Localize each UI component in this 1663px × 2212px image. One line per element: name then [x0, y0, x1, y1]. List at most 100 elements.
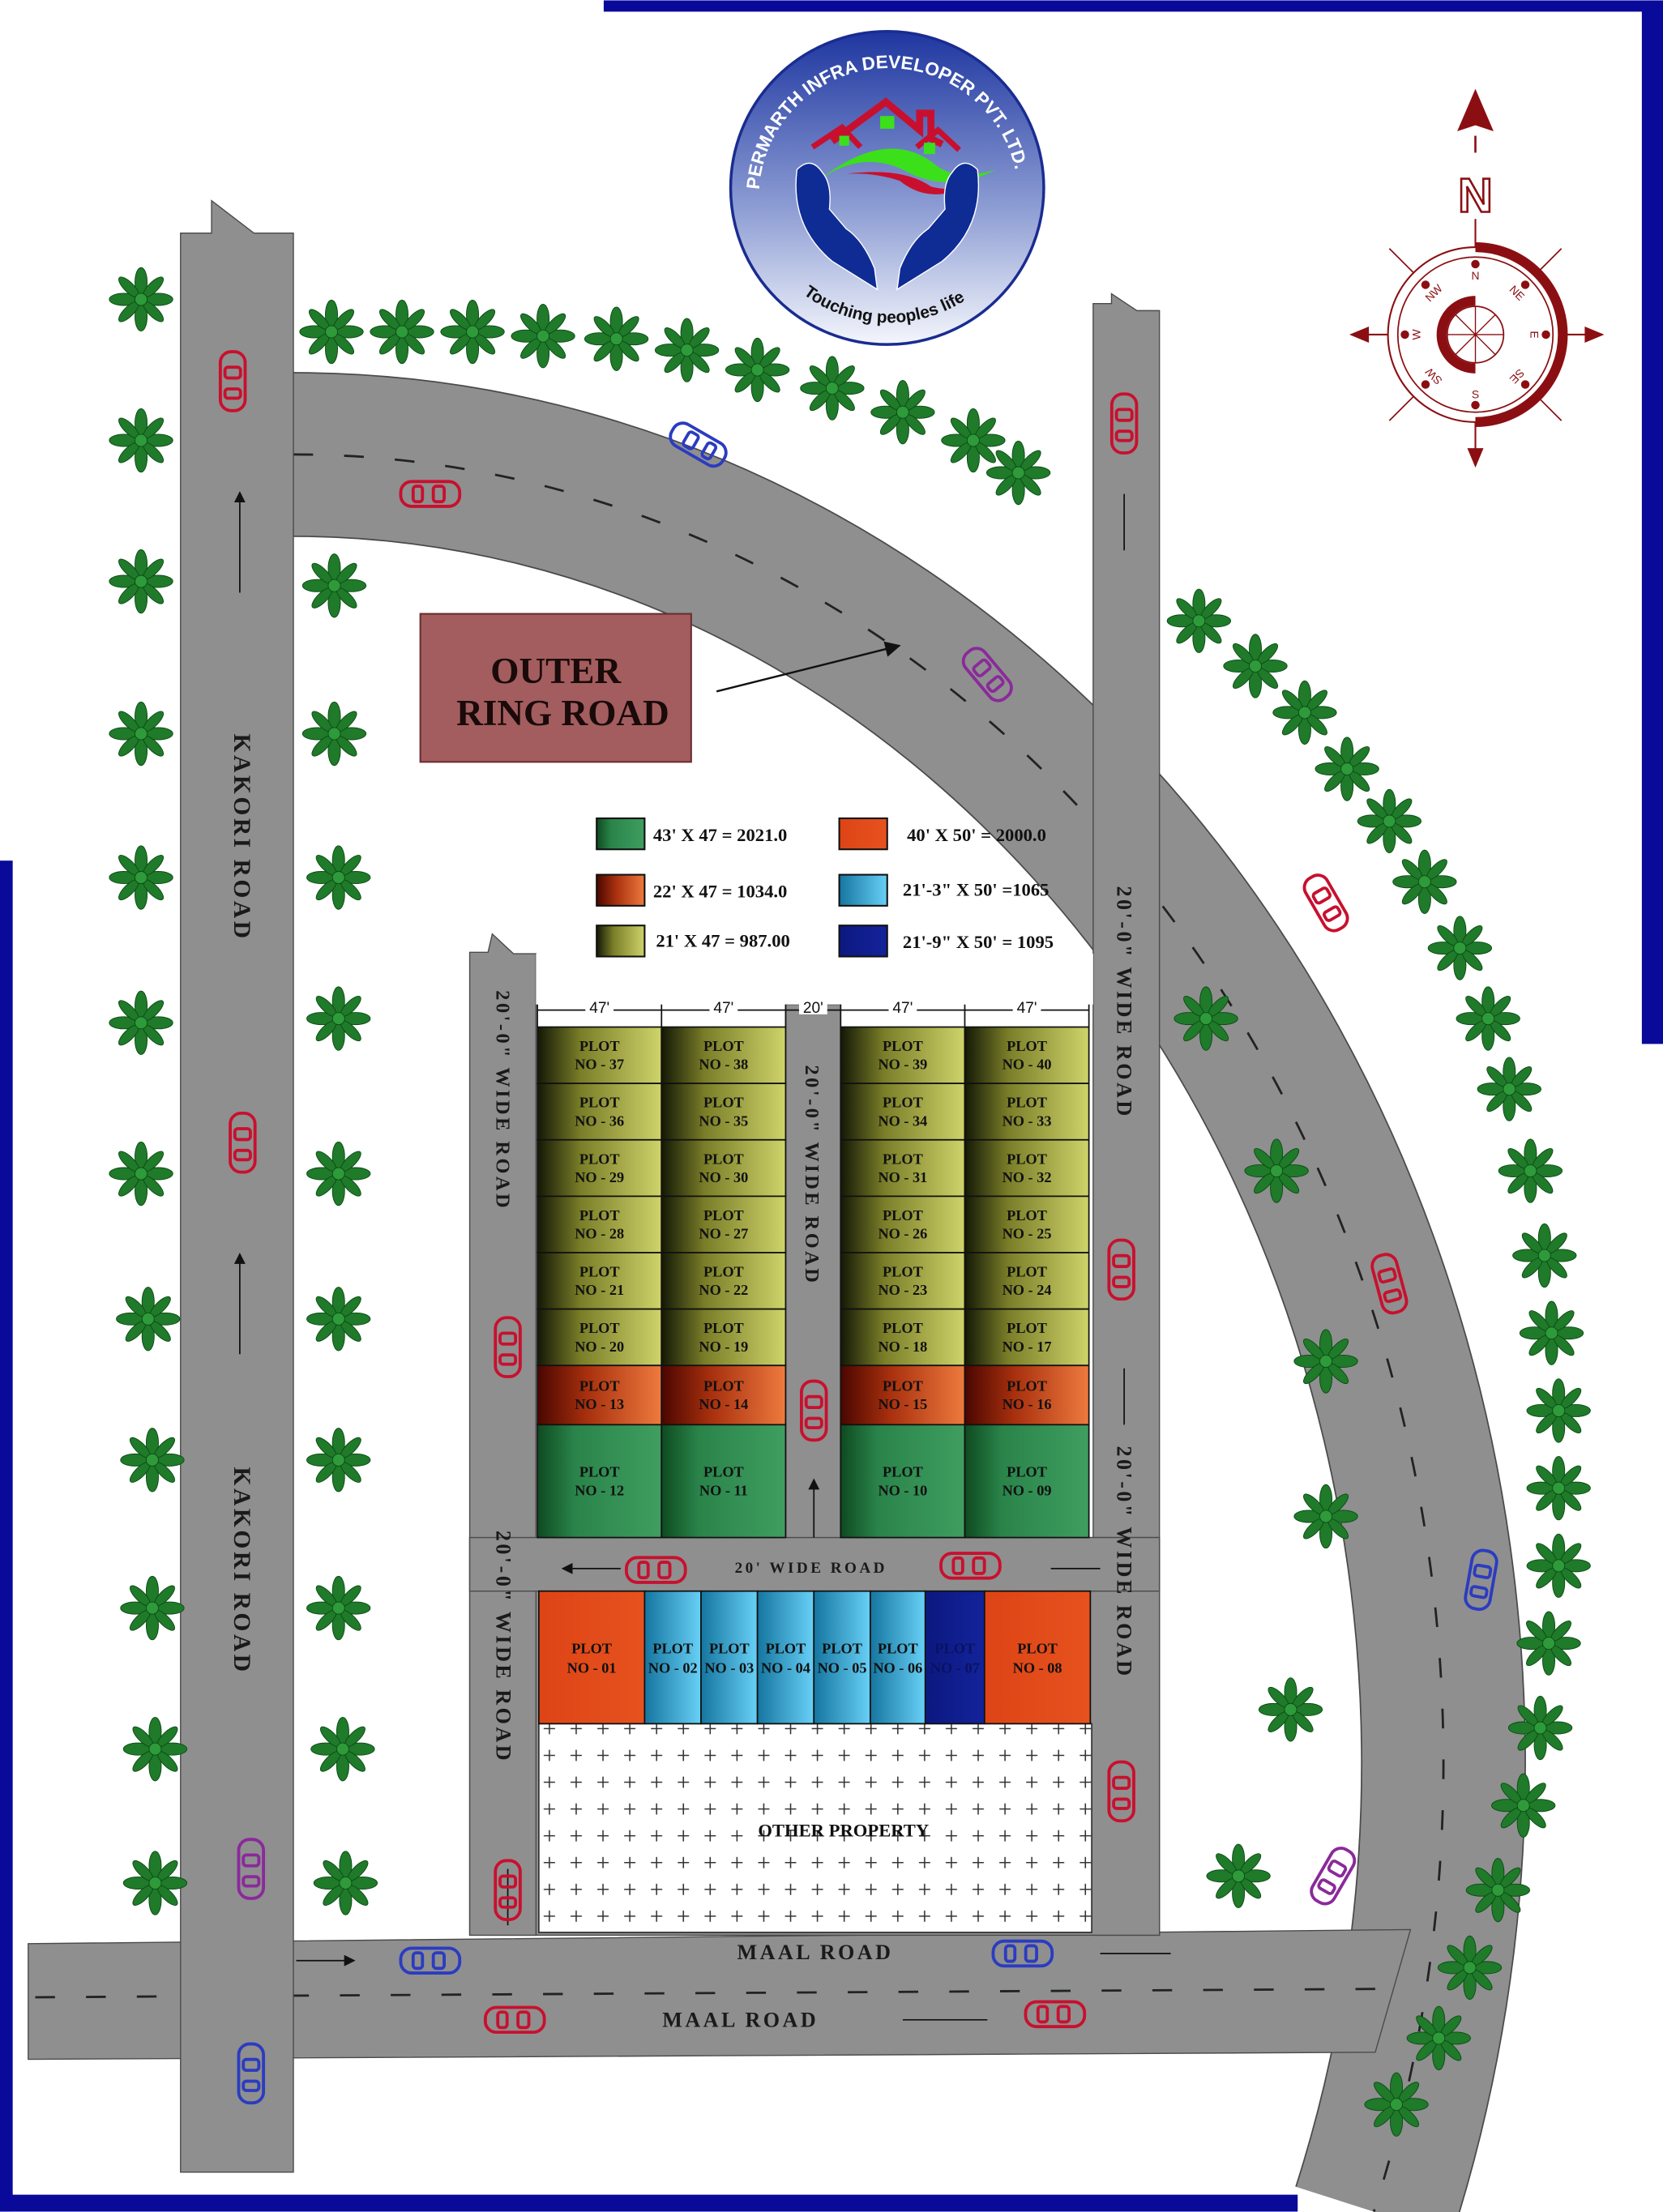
- plot-shape[interactable]: [537, 1364, 663, 1426]
- compass-tick-icon: [1520, 380, 1530, 389]
- plot-shape[interactable]: [660, 1424, 787, 1539]
- plot-shape[interactable]: [813, 1590, 871, 1725]
- plot-shape[interactable]: [660, 1138, 787, 1198]
- plot-shape[interactable]: [964, 1195, 1090, 1253]
- tree-icon: [870, 380, 935, 445]
- plot-shape[interactable]: [660, 1252, 787, 1310]
- plot-number: NO - 17: [1003, 1339, 1052, 1355]
- plot-shape[interactable]: [840, 1308, 966, 1367]
- plot-shape[interactable]: [964, 1138, 1090, 1198]
- plot-shape[interactable]: [537, 1590, 646, 1725]
- tree-icon: [120, 1428, 185, 1492]
- legend-item: 43' X 47 = 2021.0: [596, 817, 787, 851]
- plot-shape[interactable]: [537, 1195, 663, 1253]
- plot-shape[interactable]: [840, 1364, 966, 1426]
- plot-shape[interactable]: [660, 1195, 787, 1253]
- plot-shape[interactable]: [840, 1138, 966, 1198]
- plot-shape[interactable]: [840, 1424, 966, 1539]
- plot-shape[interactable]: [537, 1138, 663, 1198]
- plot-shape[interactable]: [964, 1083, 1090, 1141]
- legend-swatch: [838, 817, 888, 851]
- plot-shape[interactable]: [869, 1590, 926, 1725]
- plot-shape[interactable]: [537, 1308, 663, 1367]
- plot-shape[interactable]: [964, 1364, 1090, 1426]
- plot-shape[interactable]: [537, 1424, 663, 1539]
- plot-label: PLOT: [703, 1320, 744, 1336]
- plot-shape[interactable]: [537, 1252, 663, 1310]
- plot-shape[interactable]: [660, 1026, 787, 1085]
- kakori-road-label: KAKORI ROAD: [229, 734, 254, 942]
- plot-label: PLOT: [703, 1264, 744, 1280]
- plot-shape[interactable]: [964, 1308, 1090, 1367]
- plot-shape[interactable]: [660, 1308, 787, 1367]
- plot-shape[interactable]: [700, 1590, 759, 1725]
- plot-shape[interactable]: [983, 1590, 1092, 1725]
- plot-shape[interactable]: [840, 1195, 966, 1253]
- plot-shape[interactable]: [964, 1026, 1090, 1085]
- tree-icon: [306, 1141, 371, 1206]
- plot-number: NO - 34: [878, 1112, 927, 1129]
- plot-shape[interactable]: [840, 1026, 966, 1085]
- plot-shape[interactable]: [964, 1424, 1090, 1539]
- plot-number: NO - 03: [704, 1660, 754, 1676]
- plot-label: PLOT: [878, 1640, 918, 1656]
- plot-shape[interactable]: [924, 1590, 985, 1725]
- plot-shape[interactable]: [537, 1026, 663, 1085]
- plot-shape[interactable]: [756, 1590, 815, 1725]
- plot-label: PLOT: [703, 1038, 744, 1054]
- plot-shape[interactable]: [643, 1590, 702, 1725]
- compass-tick-icon: [1400, 330, 1409, 339]
- plot-shape[interactable]: [660, 1364, 787, 1426]
- plot-label: PLOT: [579, 1038, 620, 1054]
- plot-shape[interactable]: [840, 1252, 966, 1310]
- tree-icon: [109, 1141, 173, 1206]
- plot-shape[interactable]: [964, 1252, 1090, 1310]
- plot-shape[interactable]: [537, 1083, 663, 1141]
- compass-tick-icon: [1421, 380, 1430, 389]
- right-road-label: 20'-0" WIDE ROAD: [1112, 886, 1135, 1118]
- plot-shape[interactable]: [840, 1083, 966, 1141]
- plot-shape[interactable]: [660, 1083, 787, 1141]
